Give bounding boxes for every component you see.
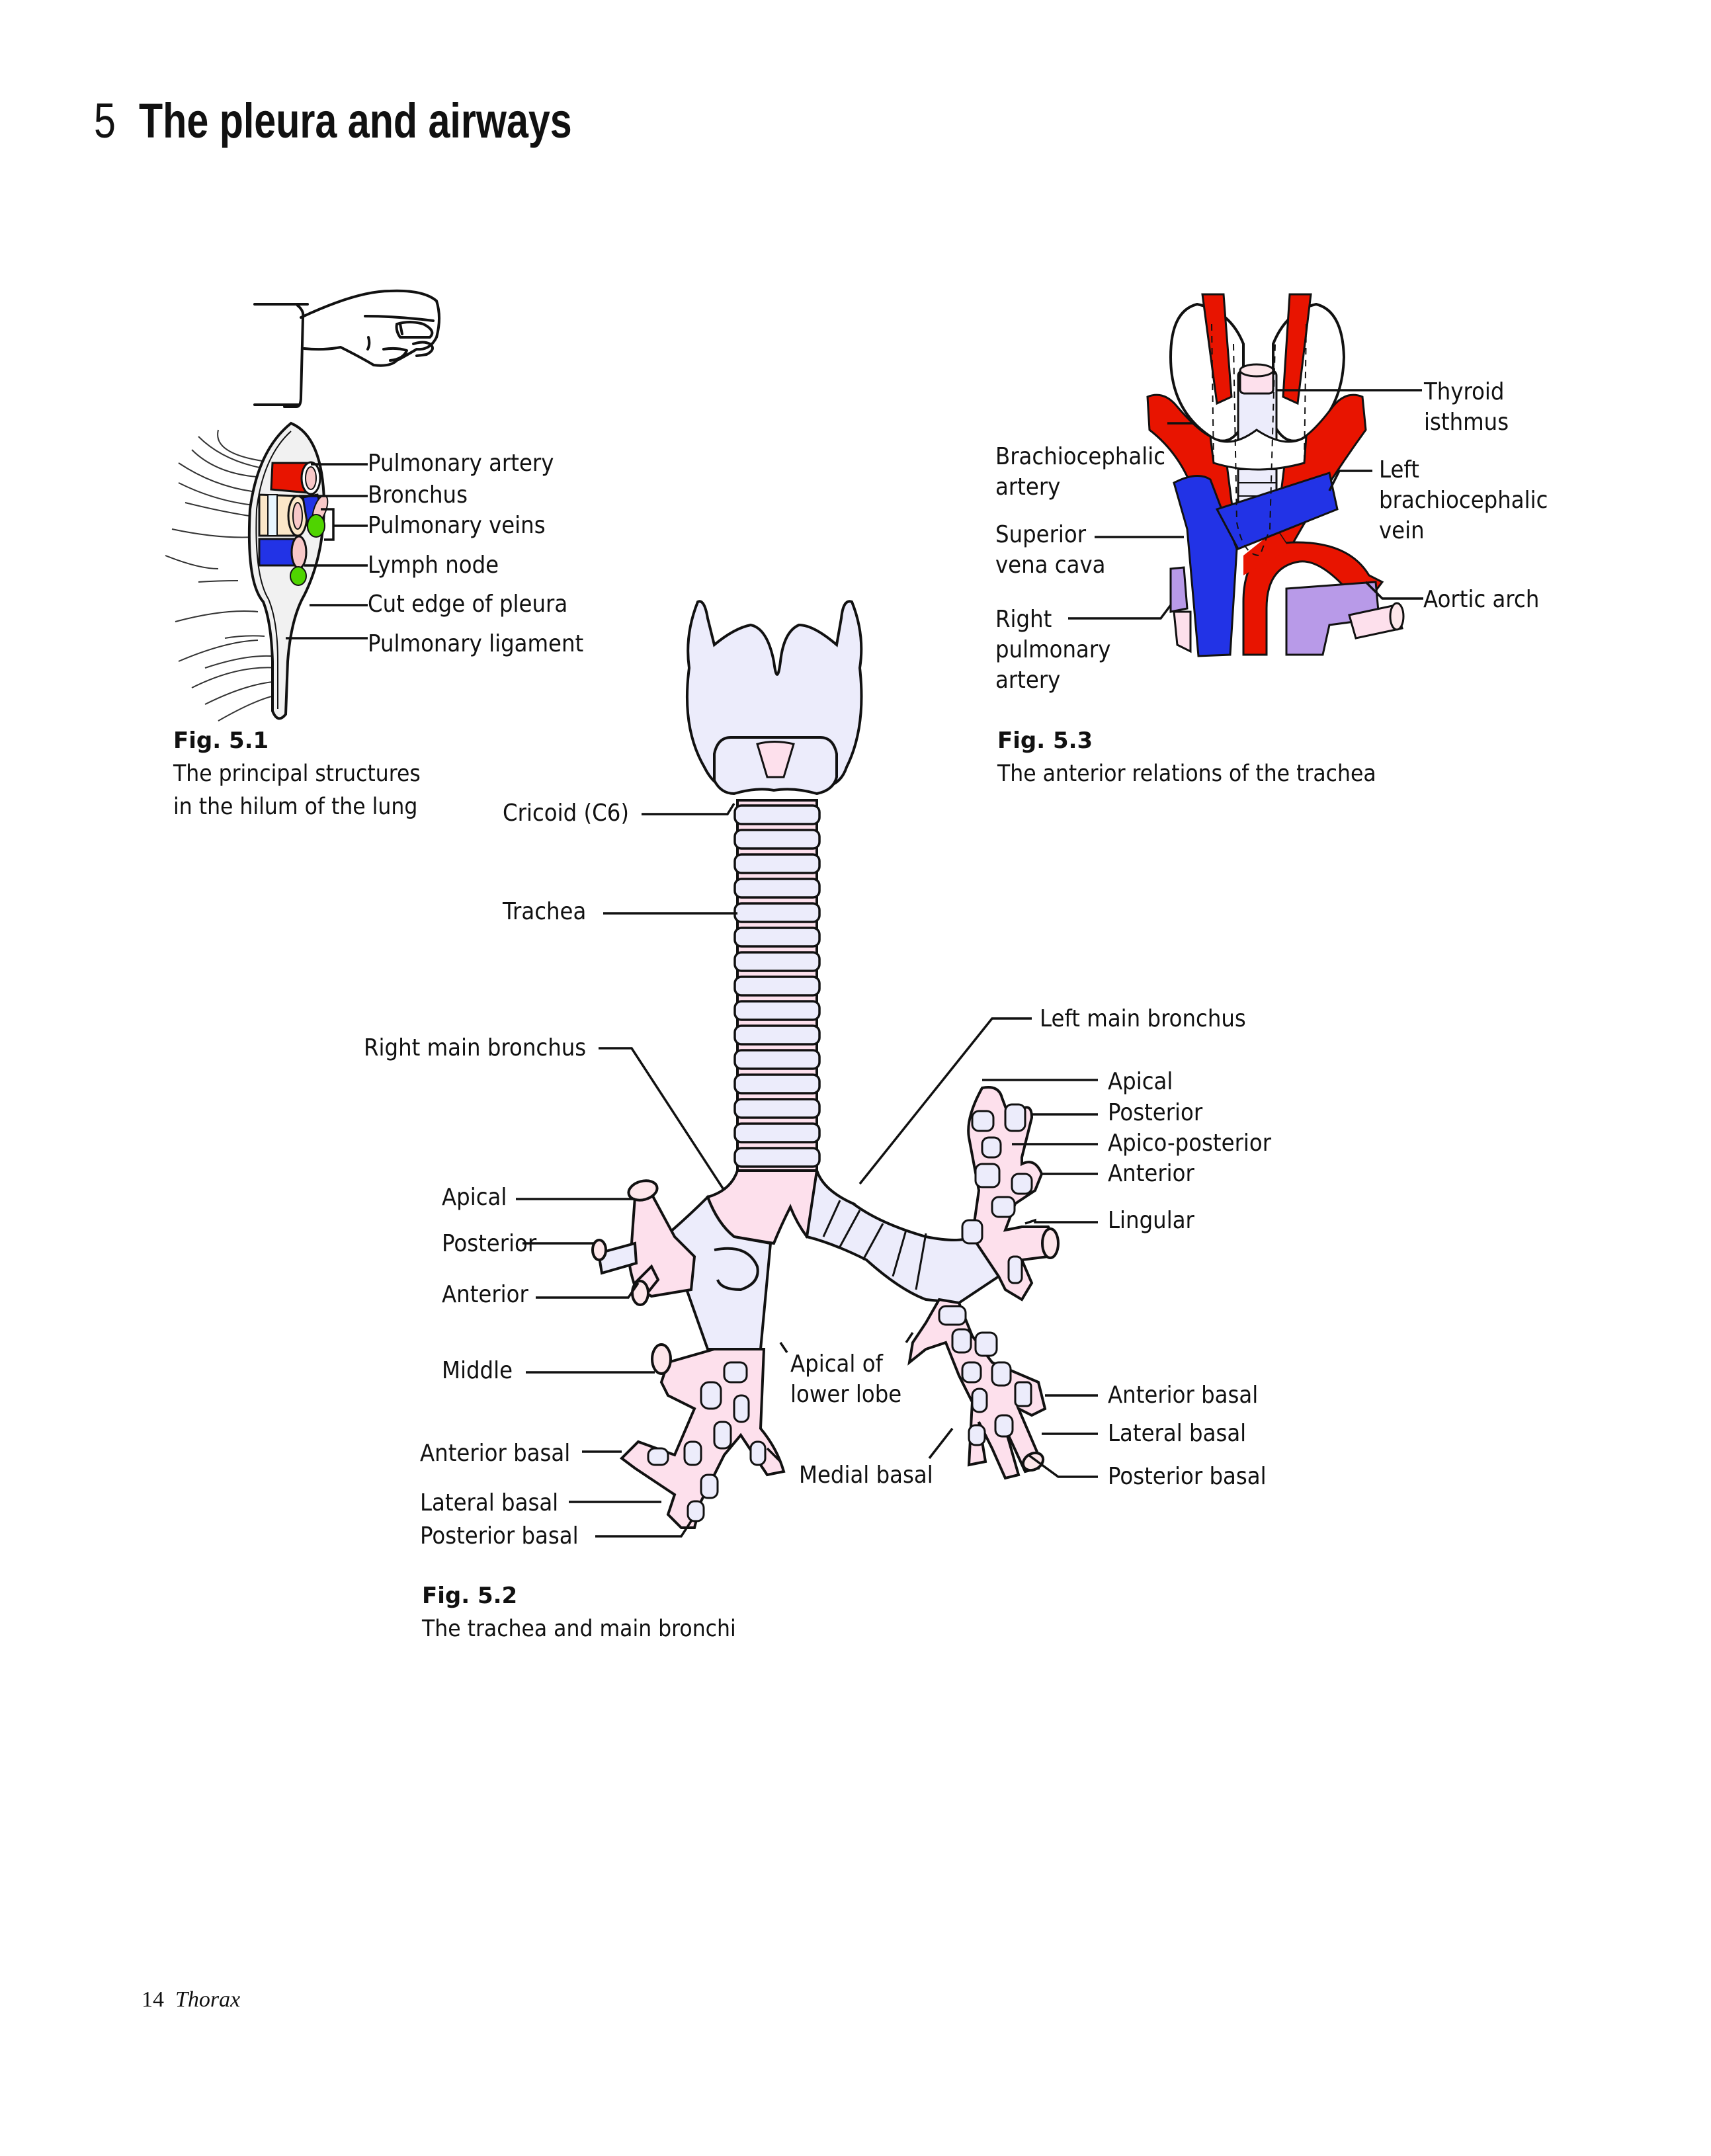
label-rpa-1: Right	[995, 606, 1052, 633]
fig51-caption-line2: in the hilum of the lung	[173, 794, 418, 820]
tracheal-ring	[733, 1024, 821, 1046]
tracheal-ring	[733, 951, 821, 972]
label-r-anterior-basal: Anterior basal	[420, 1440, 571, 1467]
fig52-trachea-bronchi-drawing	[516, 600, 1098, 1538]
label-r-anterior: Anterior	[442, 1281, 528, 1308]
label-brachio-artery-2: artery	[995, 474, 1061, 501]
label-rpa-2: pulmonary	[995, 636, 1111, 663]
label-pulmonary-ligament: Pulmonary ligament	[368, 630, 584, 657]
label-pulmonary-veins: Pulmonary veins	[368, 512, 546, 539]
label-r-posterior: Posterior	[442, 1230, 537, 1257]
tracheal-ring	[733, 804, 821, 825]
tracheal-ring	[733, 1147, 821, 1168]
label-bronchus: Bronchus	[368, 481, 468, 509]
label-pulmonary-artery: Pulmonary artery	[368, 450, 554, 477]
tracheal-ring	[733, 927, 821, 948]
label-left-brachio-3: vein	[1379, 517, 1425, 544]
tracheal-ring	[733, 1000, 821, 1021]
tracheal-ring	[733, 975, 821, 997]
label-brachio-artery-1: Brachiocephalic	[995, 443, 1166, 470]
label-l-lingular: Lingular	[1108, 1207, 1194, 1234]
label-l-lateral-basal: Lateral basal	[1108, 1420, 1247, 1447]
label-r-apical: Apical	[442, 1184, 507, 1211]
chapter-title: The pleura and airways	[139, 93, 572, 148]
label-cut-edge-pleura: Cut edge of pleura	[368, 591, 568, 618]
tracheal-ring	[733, 853, 821, 874]
label-thyroid-2: isthmus	[1424, 409, 1509, 436]
label-r-posterior-basal: Posterior basal	[420, 1522, 579, 1550]
label-right-main-bronchus: Right main bronchus	[364, 1034, 587, 1061]
label-medial-basal: Medial basal	[799, 1462, 933, 1489]
page-number: 14	[142, 1987, 164, 2012]
label-apical-lower-2: lower lobe	[790, 1381, 902, 1408]
fig52-caption: The trachea and main bronchi	[422, 1616, 736, 1642]
label-left-brachio-1: Left	[1379, 456, 1419, 483]
tracheal-ring	[733, 878, 821, 899]
label-rpa-3: artery	[995, 667, 1061, 694]
fig53-number: Fig. 5.3	[997, 727, 1093, 754]
label-l-anterior-basal: Anterior basal	[1108, 1382, 1259, 1409]
label-l-anterior: Anterior	[1108, 1160, 1194, 1187]
footer: 14 Thorax	[142, 1987, 240, 2012]
section-name: Thorax	[175, 1987, 241, 2012]
tracheal-ring	[733, 902, 821, 923]
fig51-leader-lines	[286, 463, 368, 640]
tracheal-ring	[733, 1122, 821, 1143]
fig51-number: Fig. 5.1	[173, 727, 269, 754]
label-aortic-arch: Aortic arch	[1423, 586, 1540, 613]
label-left-main-bronchus: Left main bronchus	[1040, 1005, 1246, 1032]
hand-illustration	[253, 289, 440, 408]
label-l-posterior-basal: Posterior basal	[1108, 1463, 1267, 1490]
tracheal-ring	[733, 1098, 821, 1119]
lymph-node-shape	[307, 514, 325, 538]
label-thyroid-1: Thyroid	[1424, 378, 1505, 405]
label-l-posterior: Posterior	[1108, 1099, 1203, 1126]
fig52-number: Fig. 5.2	[422, 1583, 518, 1609]
label-r-middle: Middle	[442, 1357, 513, 1384]
label-r-lateral-basal: Lateral basal	[420, 1489, 559, 1516]
label-lymph-node: Lymph node	[368, 552, 499, 579]
tracheal-ring	[733, 1049, 821, 1070]
label-left-brachio-2: brachiocephalic	[1379, 487, 1548, 514]
chapter-number: 5	[94, 93, 116, 148]
label-apical-lower-1: Apical of	[790, 1350, 883, 1378]
fig53-anterior-relations-drawing	[1068, 293, 1423, 657]
label-cricoid: Cricoid (C6)	[503, 800, 629, 827]
label-trachea: Trachea	[503, 898, 587, 925]
label-svc-1: Superior	[995, 521, 1087, 548]
label-l-apico-posterior: Apico-posterior	[1108, 1130, 1272, 1157]
label-svc-2: vena cava	[995, 552, 1106, 579]
tracheal-ring	[733, 1073, 821, 1095]
label-l-apical: Apical	[1108, 1068, 1173, 1095]
tracheal-ring	[733, 829, 821, 850]
fig51-caption-line1: The principal structures	[173, 761, 421, 787]
fig53-caption: The anterior relations of the trachea	[997, 761, 1376, 787]
